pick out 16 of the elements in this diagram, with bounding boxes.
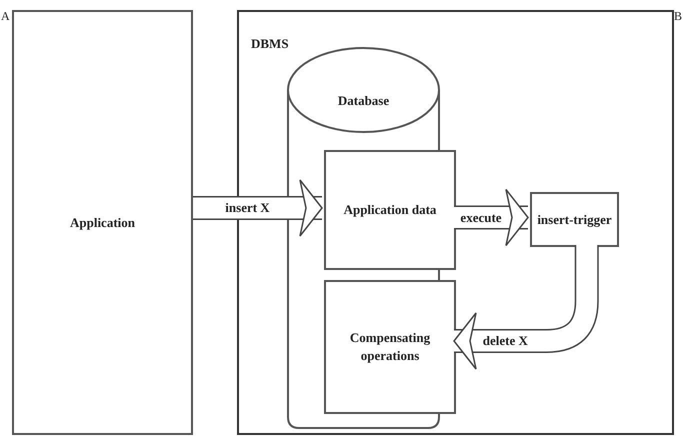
figure-label: A [1,10,10,22]
process-box [324,280,456,414]
cylinder-label: Database [336,92,390,110]
block-arrow [454,188,529,246]
figure-label: B [674,10,682,22]
node-label: Application data [342,201,438,219]
container-label: DBMS [251,35,289,53]
block-arrow [453,245,599,370]
process-box [12,10,193,435]
node-label: Compensating operations [348,329,432,365]
process-box [324,150,456,270]
node-label: Application [68,214,136,232]
block-arrow [193,179,323,237]
edge-label: delete X [480,334,530,347]
edge-label: insert X [223,201,272,214]
node-label: insert-trigger [536,210,613,228]
